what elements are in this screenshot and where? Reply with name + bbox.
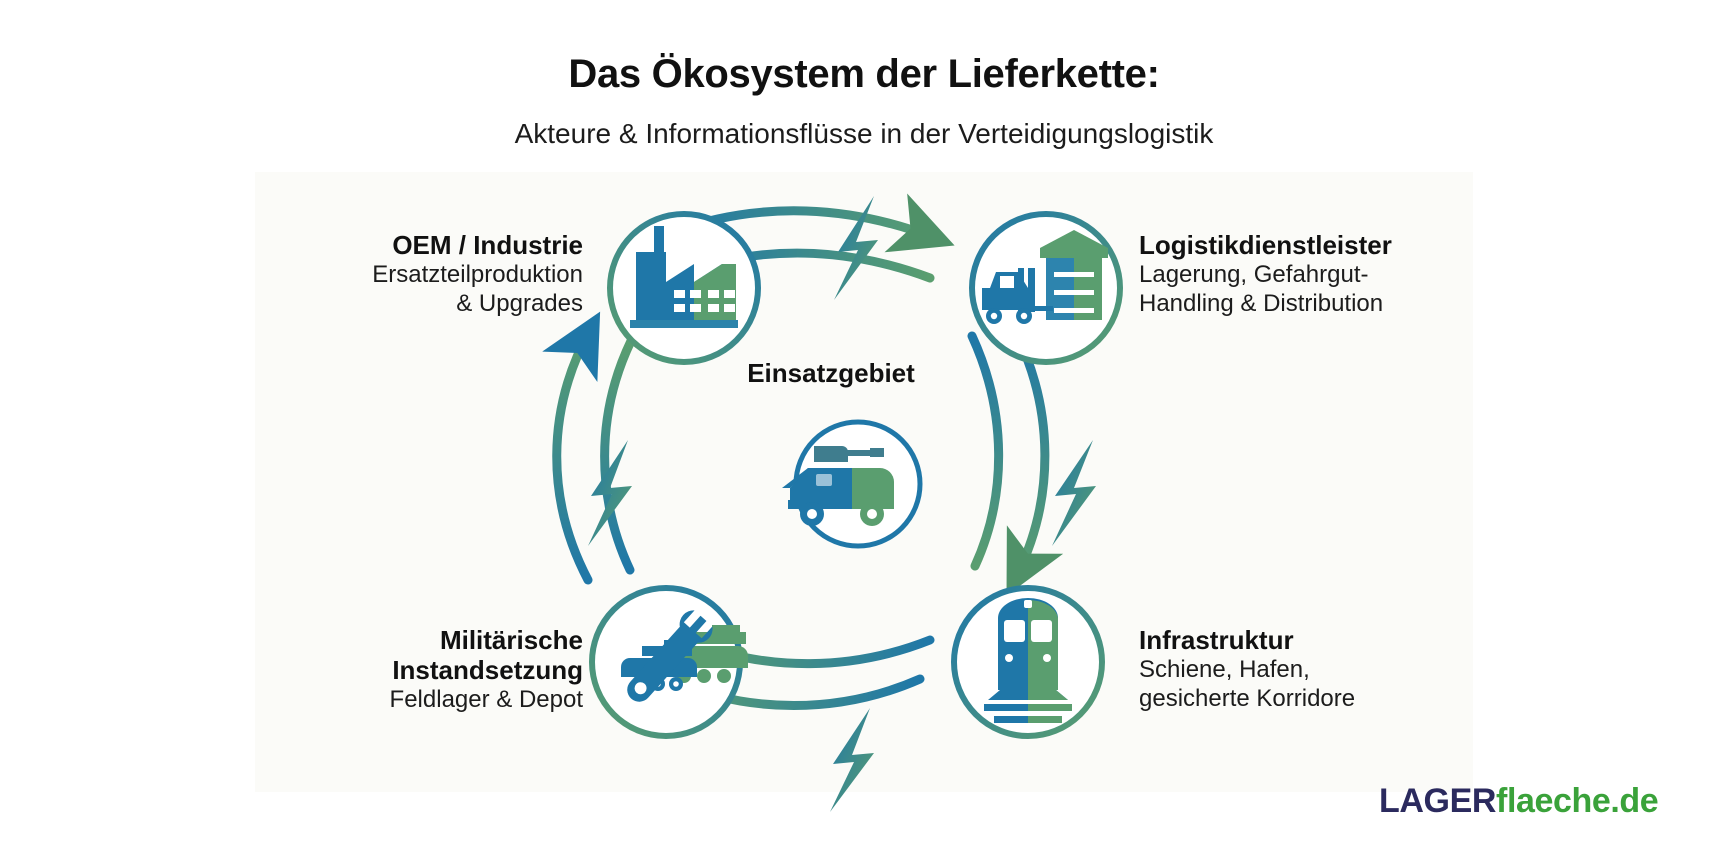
label-oem-industrie: OEM / Industrie Ersatzteilproduktion & U… xyxy=(163,230,583,319)
flow-arrow-instandsetzung-to-oem xyxy=(542,311,636,585)
information-flow-bolt-icon xyxy=(834,196,878,300)
einsatzgebiet-label: Einsatzgebiet xyxy=(747,358,915,388)
node-infrastruktur[interactable] xyxy=(951,585,1105,739)
label-oem-desc-2: & Upgrades xyxy=(456,290,583,318)
node-logistikdienstleister[interactable] xyxy=(969,211,1123,365)
node-militaerische-instandsetzung[interactable] xyxy=(589,585,748,739)
label-infrastruktur-desc-1: Schiene, Hafen, xyxy=(1139,656,1310,684)
information-flow-bolt-icon xyxy=(830,708,874,812)
tank-wrench-icon xyxy=(621,610,748,702)
label-logistik-desc-2: Handling & Distribution xyxy=(1139,290,1384,318)
label-logistik-desc-1: Lagerung, Gefahrgut- xyxy=(1139,261,1369,289)
logo-part-lager: LAGER xyxy=(1379,782,1497,820)
factory-icon xyxy=(630,226,738,328)
label-oem-title: OEM / Industrie xyxy=(392,230,583,260)
label-instandsetzung-title-2: Instandsetzung xyxy=(392,655,583,686)
lagerflaeche-logo[interactable]: LAGERflaeche.de xyxy=(1379,782,1659,821)
armored-vehicle-icon xyxy=(782,446,894,526)
label-infrastruktur-title: Infrastruktur xyxy=(1139,625,1294,655)
label-infrastruktur-desc-2: gesicherte Korridore xyxy=(1139,685,1356,713)
information-flow-bolt-icon xyxy=(1052,440,1096,546)
label-logistikdienstleister: Logistikdienstleister Lagerung, Gefahrgu… xyxy=(1139,230,1599,319)
logo-part-flaeche: flaeche.de xyxy=(1496,782,1659,820)
label-oem-desc-1: Ersatzteilproduktion xyxy=(372,261,583,289)
node-einsatzgebiet[interactable] xyxy=(782,419,923,549)
label-militaerische-instandsetzung: Militärische Instandsetzung Feldlager & … xyxy=(163,625,583,715)
page-title: Das Ökosystem der Lieferkette: xyxy=(568,52,1160,96)
train-icon xyxy=(984,598,1072,723)
label-instandsetzung-title-1: Militärische xyxy=(439,625,583,655)
label-infrastruktur: Infrastruktur Schiene, Hafen, gesicherte… xyxy=(1139,625,1579,714)
label-logistik-title: Logistikdienstleister xyxy=(1139,230,1392,260)
forklift-warehouse-icon xyxy=(982,230,1108,324)
label-instandsetzung-desc-1: Feldlager & Depot xyxy=(389,686,583,714)
information-flow-bolt-icon xyxy=(588,440,632,546)
page-subtitle: Akteure & Informationsflüsse in der Vert… xyxy=(514,118,1214,149)
node-oem-industrie[interactable] xyxy=(607,211,761,365)
